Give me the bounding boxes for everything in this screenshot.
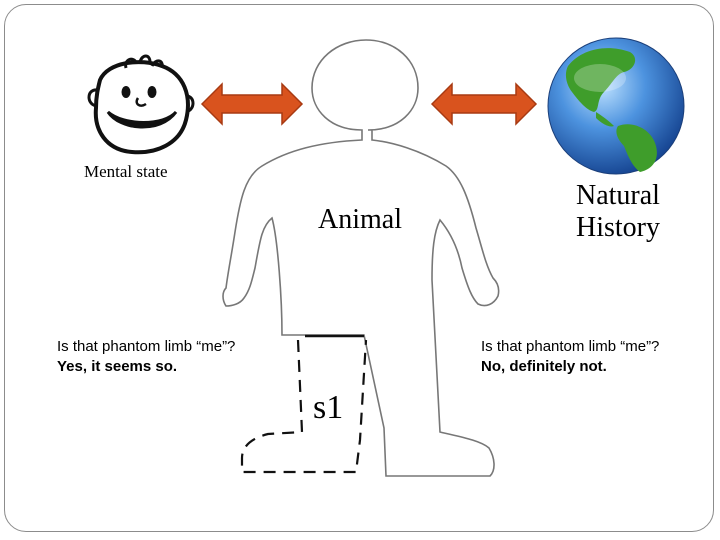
s1-label: s1 xyxy=(313,389,344,426)
left-answer-text: Yes, it seems so. xyxy=(57,358,178,375)
double-headed-arrow-icon xyxy=(430,82,538,126)
natural-history-label: Natural History xyxy=(576,180,660,244)
mental-state-label: Mental state xyxy=(84,162,168,181)
right-answer-text: No, definitely not. xyxy=(481,358,607,375)
left-question-text: Is that phantom limb “me”? xyxy=(57,338,236,355)
double-headed-arrow-icon xyxy=(200,82,304,126)
phantom-limb xyxy=(240,334,368,474)
person-silhouette xyxy=(222,39,500,477)
right-question-block: Is that phantom limb “me”? No, definitel… xyxy=(481,337,659,377)
smiley-face-icon xyxy=(87,54,195,155)
natural-history-line2: History xyxy=(576,212,660,243)
person-body xyxy=(222,39,500,477)
phantom-limb-outline xyxy=(240,339,368,474)
right-question-text: Is that phantom limb “me”? xyxy=(481,338,660,355)
animal-label: Animal xyxy=(318,204,402,235)
earth-globe-icon xyxy=(547,37,685,175)
slide-frame xyxy=(4,4,714,532)
left-question-block: Is that phantom limb “me”? Yes, it seems… xyxy=(57,337,235,377)
natural-history-line1: Natural xyxy=(576,180,660,211)
